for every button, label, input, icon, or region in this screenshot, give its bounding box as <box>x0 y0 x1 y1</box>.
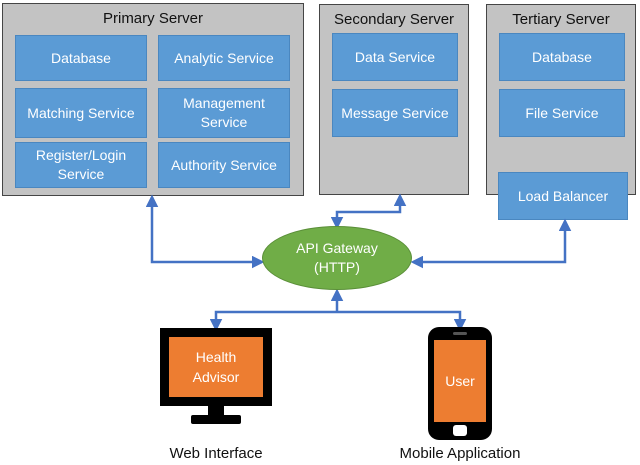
tertiary-server-box: Tertiary Server Database File Service <box>486 4 636 195</box>
phone-icon <box>428 327 492 440</box>
data-service: Data Service <box>332 33 458 81</box>
primary-server-title: Primary Server <box>102 10 203 27</box>
file-service: File Service <box>499 89 625 137</box>
primary-server-box: Primary Server Database Analytic Service… <box>2 3 304 196</box>
analytic-service: Analytic Service <box>158 35 290 81</box>
secondary-server-box: Secondary Server Data Service Message Se… <box>319 4 469 195</box>
api-gateway: API Gateway (HTTP) <box>262 226 412 290</box>
message-service: Message Service <box>332 89 458 137</box>
matching-service: Matching Service <box>15 88 147 138</box>
tertiary-database-service: Database <box>499 33 625 81</box>
mobile-screen-label: User <box>445 373 475 389</box>
secondary-server-title: Secondary Server <box>333 11 455 28</box>
link-secondary-gateway <box>330 193 407 230</box>
load-balancer: Load Balancer <box>498 172 628 220</box>
mobile-application-caption: Mobile Application <box>399 445 521 462</box>
register-login-service: Register/Login Service <box>15 142 147 188</box>
web-interface-caption: Web Interface <box>169 445 263 462</box>
link-loadbalancer-gateway <box>410 218 572 269</box>
link-gateway-clients <box>209 310 467 332</box>
link-primary-gateway <box>145 194 265 269</box>
monitor-icon <box>160 328 272 424</box>
tertiary-server-title: Tertiary Server <box>512 11 610 28</box>
authority-service: Authority Service <box>158 142 290 188</box>
web-screen-label: Health Advisor <box>192 349 240 385</box>
management-service: Management Service <box>158 88 290 138</box>
primary-database-service: Database <box>15 35 147 81</box>
